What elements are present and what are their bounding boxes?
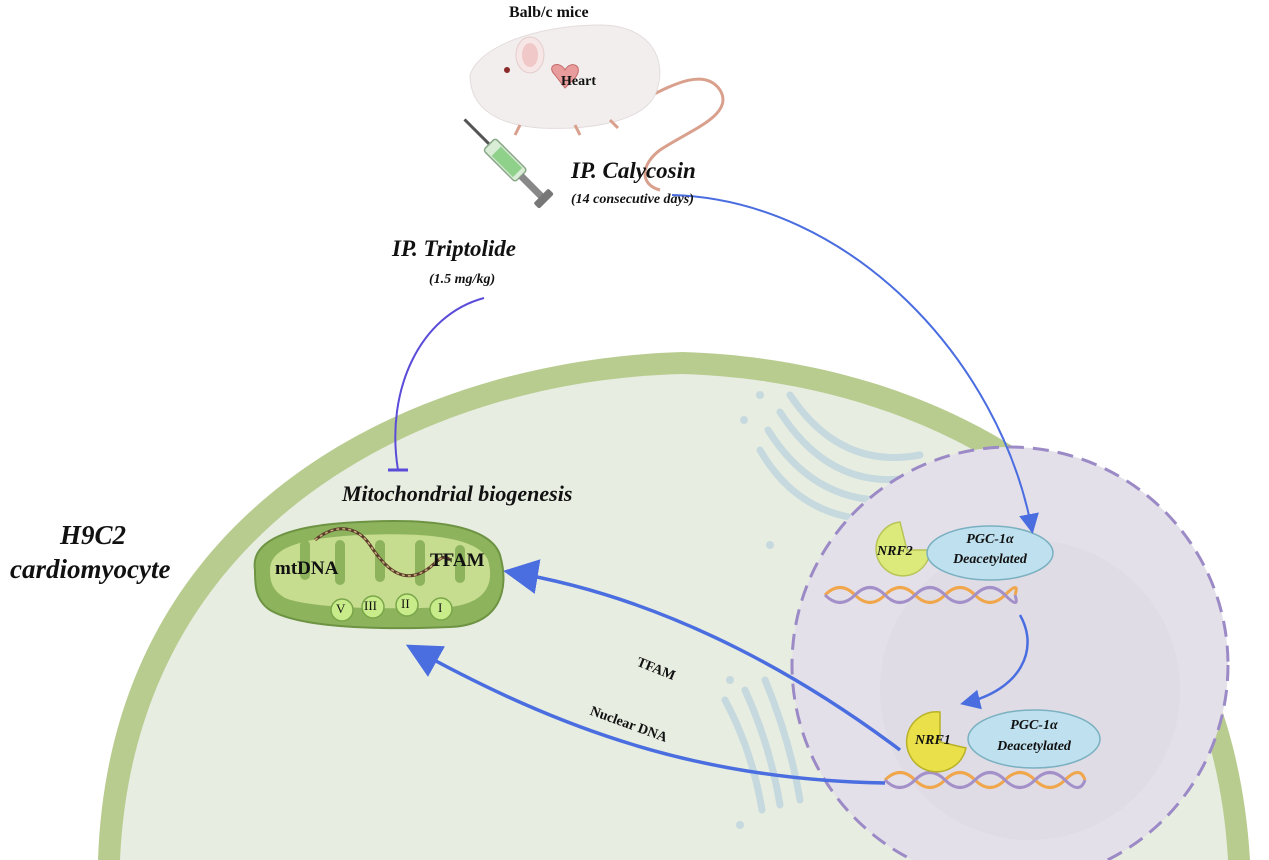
calycosin-label: IP. Calycosin (571, 158, 696, 183)
triptolide-label: IP. Triptolide (392, 236, 516, 261)
tfam-mito-label: TFAM (430, 550, 485, 571)
complex-2-label: II (401, 596, 410, 611)
pgc-bottom-label-2: Deacetylated (997, 739, 1071, 754)
arrow-tfam-to-mitochondrion (503, 559, 902, 752)
pgc-top-label-2: Deacetylated (953, 552, 1027, 567)
pgc-top-label-1: PGC-1α (966, 532, 1014, 547)
nrf2-protein (875, 521, 931, 577)
nrf1-protein (905, 711, 967, 773)
heart-icon (551, 64, 579, 89)
calycosin-dose-label: (14 consecutive days) (571, 192, 694, 207)
mitochondrion-icon (253, 519, 505, 630)
dna-helix-icon (883, 771, 1087, 789)
arrow-nrf2-to-nrf1 (960, 614, 1029, 710)
mtdna-label: mtDNA (275, 558, 339, 579)
syringe-icon (463, 118, 554, 209)
dna-helix-icon (823, 586, 1018, 604)
complex-1-label: I (438, 600, 443, 615)
triptolide-inhibition-line (388, 297, 485, 472)
heart-label: Heart (561, 74, 596, 89)
pgc-bottom-label-1: PGC-1α (1010, 718, 1058, 733)
mice-label: Balb/c mice (509, 4, 589, 21)
arrow-calycosin-to-pgc1a (671, 194, 1039, 534)
arrow-nuclear-dna-to-mitochondrion (405, 644, 886, 785)
complex-5-label: V (336, 601, 346, 616)
pgc1a-top-ellipse (926, 525, 1054, 581)
golgi-icon (721, 676, 804, 829)
biogenesis-label: Mitochondrial biogenesis (342, 481, 573, 506)
cell-line-label-2: cardiomyocyte (10, 554, 171, 584)
nrf2-label: NRF2 (877, 544, 913, 559)
complex-3-label: III (364, 598, 377, 613)
nrf1-label: NRF1 (915, 733, 951, 748)
pgc1a-bottom-ellipse (967, 709, 1101, 769)
cell-line-label-1: H9C2 (60, 520, 127, 550)
nucleus (790, 445, 1230, 860)
triptolide-dose-label: (1.5 mg/kg) (429, 272, 496, 287)
